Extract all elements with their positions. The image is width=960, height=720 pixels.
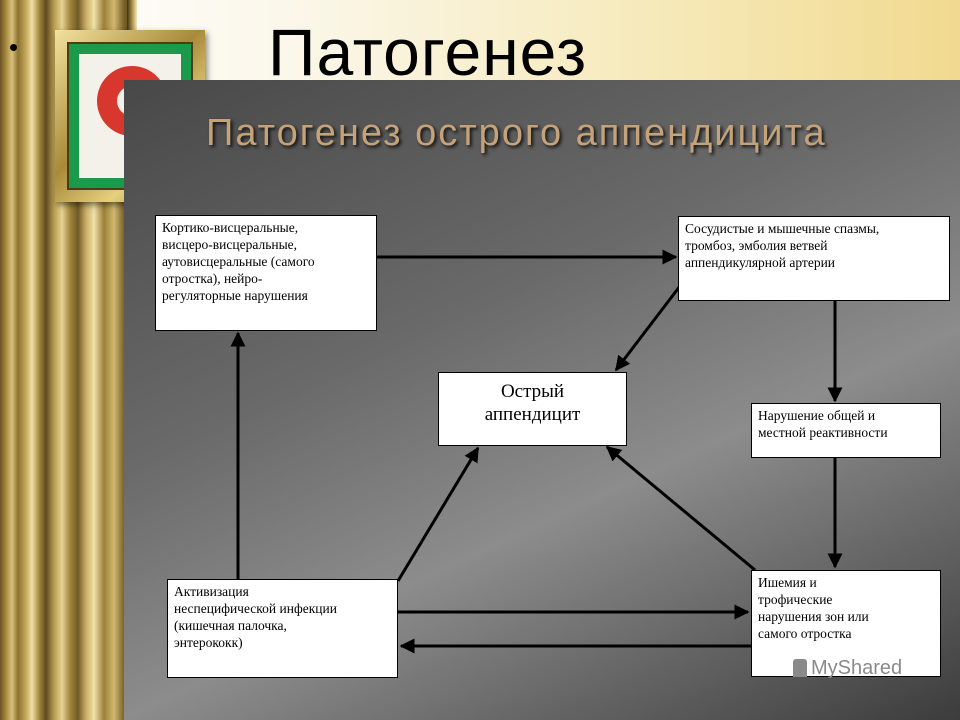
bullet-point: • xyxy=(9,32,19,62)
slide-title: Патогенез xyxy=(268,15,588,89)
node-acute-appendicitis: Острый аппендицит xyxy=(438,372,627,446)
node-ischemia: Ишемия и трофические нарушения зон или с… xyxy=(751,570,941,677)
watermark-text: MyShared xyxy=(811,657,903,679)
node-neuro-disorders: Кортико-висцеральные, висцеро-висцеральн… xyxy=(155,215,377,331)
diagram-arrows xyxy=(230,249,843,654)
watermark: MyShared xyxy=(793,657,902,680)
arrow-infection-to-center xyxy=(396,446,480,582)
diagram-title: Патогенез острого аппендицита xyxy=(206,112,827,154)
watermark-icon xyxy=(793,659,807,677)
node-reactivity-disorder: Нарушение общей и местной реактивности xyxy=(751,403,941,458)
arrow-ischemia-to-center xyxy=(605,445,756,572)
arrow-vascular-to-center xyxy=(614,285,682,372)
node-infection-activation: Активизация неспецифической инфекции (ки… xyxy=(167,579,398,678)
node-vascular-spasms: Сосудистые и мышечные спазмы, тромбоз, э… xyxy=(678,216,950,301)
